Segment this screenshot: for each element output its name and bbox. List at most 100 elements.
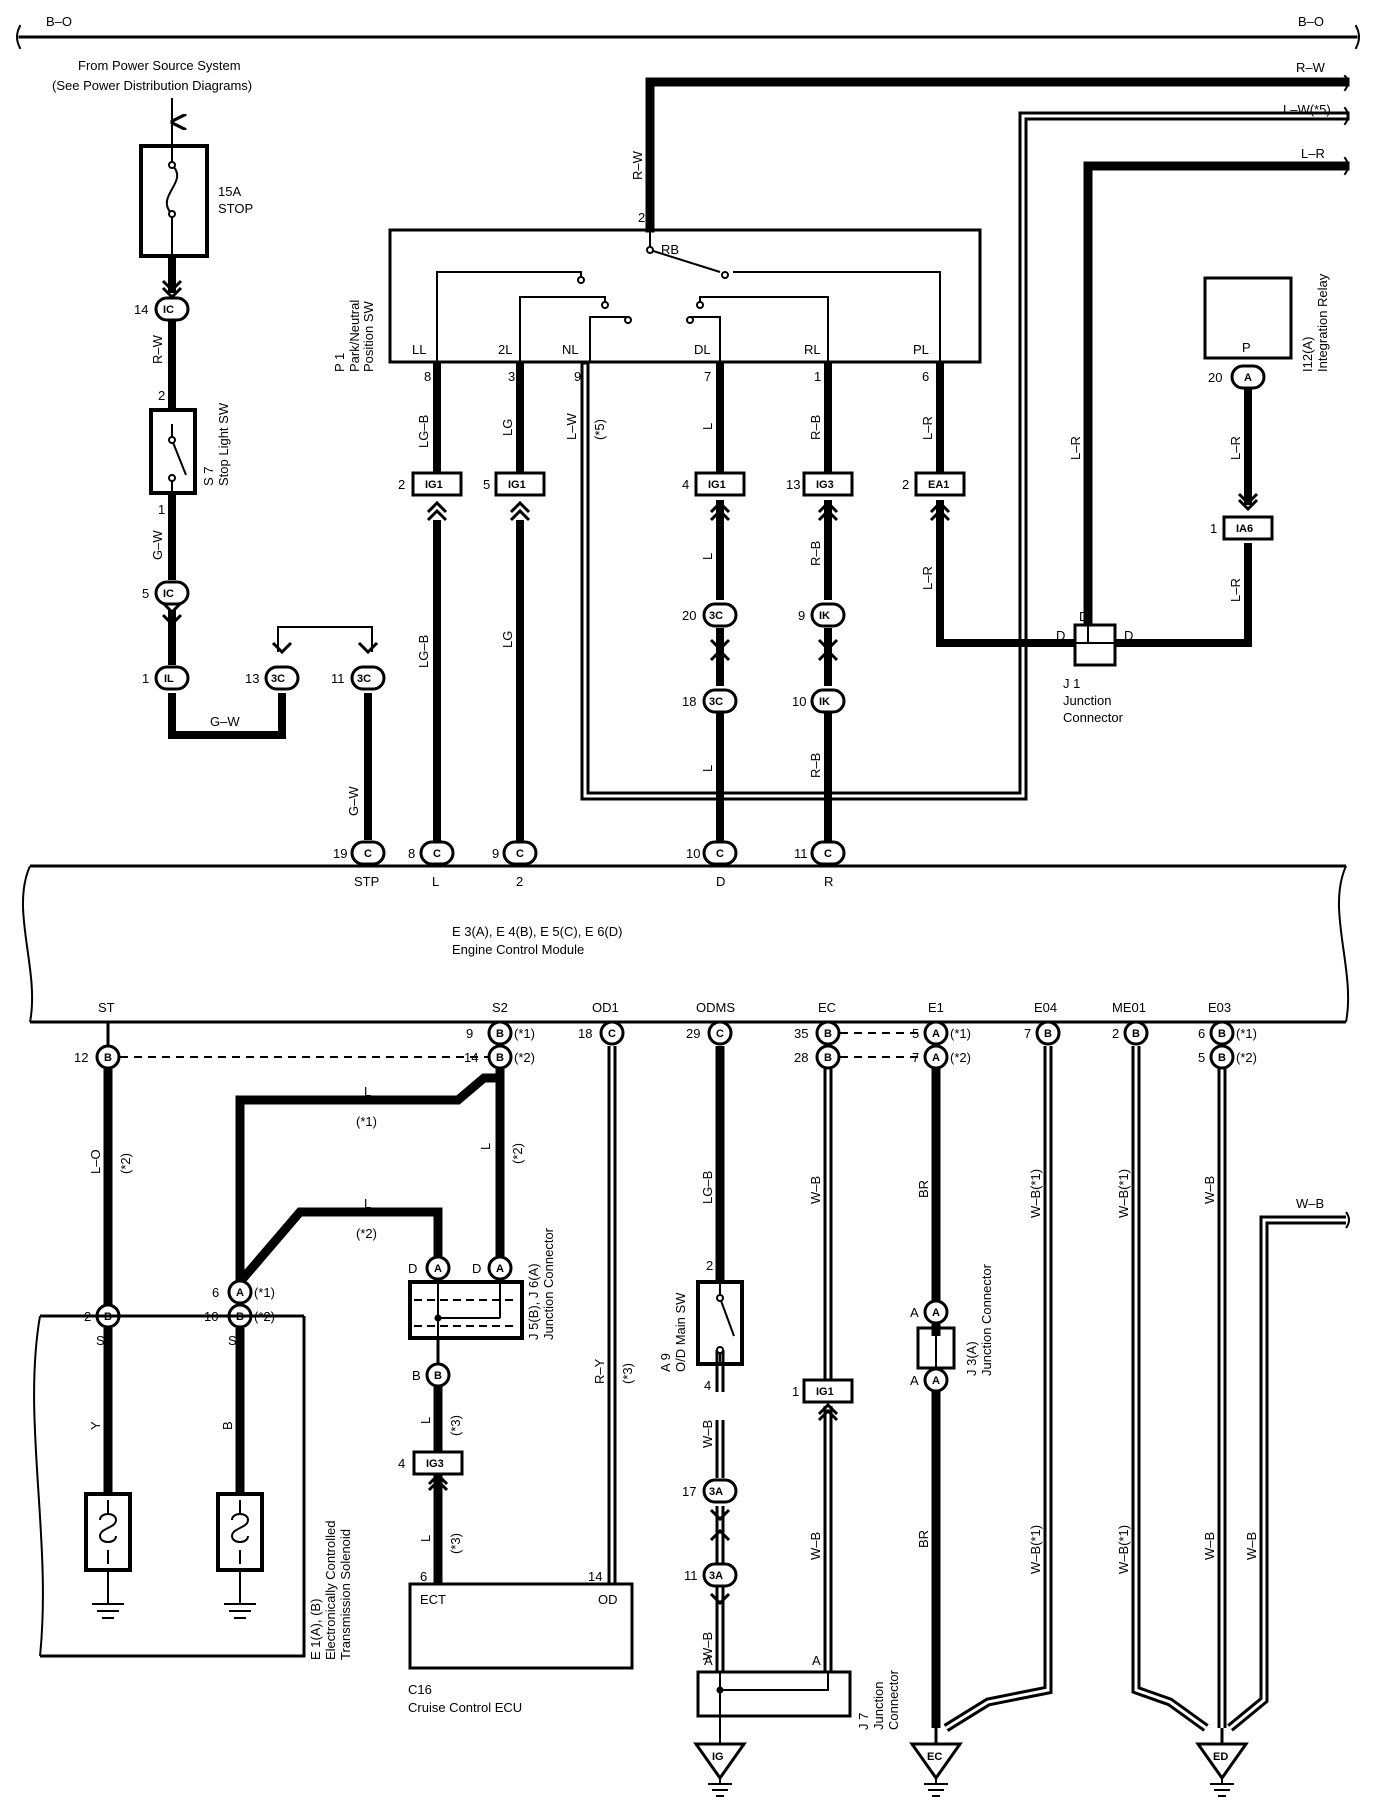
svg-text:1: 1 xyxy=(1210,521,1217,536)
svg-text:13: 13 xyxy=(245,671,259,686)
svg-text:9: 9 xyxy=(574,369,581,384)
svg-text:IC: IC xyxy=(163,588,174,600)
wire-l-s2: L xyxy=(478,1143,493,1150)
pn-terminal-2l: 2L xyxy=(498,342,512,357)
wire-l-j5-2: L xyxy=(418,1535,433,1542)
svg-text:2: 2 xyxy=(902,477,909,492)
svg-text:5: 5 xyxy=(1198,1050,1205,1065)
svg-text:28: 28 xyxy=(794,1050,808,1065)
note-lo: (*2) xyxy=(118,1153,133,1174)
wire-l-3: L xyxy=(700,765,715,772)
wire-gw-2: G–W xyxy=(210,714,240,729)
lower-wires-hollow-core xyxy=(610,1046,1346,1730)
j3-name: Junction Connector xyxy=(979,1263,994,1376)
svg-text:7: 7 xyxy=(1024,1026,1031,1041)
upper-wire-labels: R–W R–W G–W G–W G–W LG–B LG–B LG LG L–W … xyxy=(150,150,1243,816)
ecm-term-r: R xyxy=(824,874,833,889)
svg-text:8: 8 xyxy=(424,369,431,384)
svg-text:2: 2 xyxy=(158,388,165,403)
pn-terminal-labels: LL 2L NL DL RL PL xyxy=(412,342,929,357)
stop-light-wiring xyxy=(149,256,379,840)
wire-wb1-me01-2: W–B(*1) xyxy=(1116,1525,1131,1574)
svg-text:3C: 3C xyxy=(271,673,285,685)
svg-text:8: 8 xyxy=(408,846,415,861)
svg-text:EA1: EA1 xyxy=(928,479,949,491)
svg-text:A: A xyxy=(434,1263,442,1275)
wire-rw-2: R–W xyxy=(630,150,645,180)
svg-text:1: 1 xyxy=(158,502,165,517)
ecm-term-e04: E04 xyxy=(1034,1000,1057,1015)
wire-wb-right: W–B xyxy=(1244,1532,1259,1560)
svg-text:29: 29 xyxy=(686,1026,700,1041)
ecm-bottom-terminals: ST S2 OD1 ODMS EC E1 E04 ME01 E03 xyxy=(98,1000,1231,1015)
svg-text:20: 20 xyxy=(682,608,696,623)
svg-text:14: 14 xyxy=(464,1050,478,1065)
svg-text:6: 6 xyxy=(922,369,929,384)
svg-text:3A: 3A xyxy=(709,1486,723,1498)
wire-lr-5: L–R xyxy=(1228,578,1243,602)
svg-text:IG3: IG3 xyxy=(816,479,834,491)
svg-text:IG3: IG3 xyxy=(426,1458,444,1470)
wire-label-bo-right: B–O xyxy=(1298,14,1324,29)
svg-text:C: C xyxy=(608,1028,616,1040)
solenoid-line1: Electronically Controlled xyxy=(323,1521,338,1660)
stop-light-sw-name: Stop Light SW xyxy=(216,402,231,486)
wire-y: Y xyxy=(88,1421,103,1430)
svg-text:B: B xyxy=(496,1052,504,1064)
pn-switch-name2: Position SW xyxy=(361,300,376,372)
solenoid-terminal-st: ST xyxy=(96,1333,113,1348)
wire-br-1: BR xyxy=(916,1180,931,1198)
note-e03-2: (*2) xyxy=(1236,1050,1257,1065)
svg-text:B: B xyxy=(104,1052,112,1064)
solenoid-assembly xyxy=(33,1314,306,1658)
od-sw-code: A 9 xyxy=(658,1353,673,1372)
ground-ig: IG xyxy=(712,1751,724,1763)
pn-terminal-rl: RL xyxy=(804,342,821,357)
svg-text:A: A xyxy=(932,1028,940,1040)
j1-code: J 1 xyxy=(1063,676,1080,691)
svg-text:35: 35 xyxy=(794,1026,808,1041)
pn-switch-code: P 1 xyxy=(332,353,347,372)
svg-text:B: B xyxy=(412,1368,421,1383)
wire-label-lr-top: L–R xyxy=(1301,146,1325,161)
integration-relay-terminal: P xyxy=(1242,340,1251,355)
j1-pin-d-top: D xyxy=(1079,609,1088,624)
ecm-term-e03: E03 xyxy=(1208,1000,1231,1015)
ecm-body xyxy=(22,864,1350,1024)
pn-output-wires xyxy=(426,362,1259,842)
wire-gw-3: G–W xyxy=(346,786,361,816)
ecm-term-stp: STP xyxy=(354,874,379,889)
note-s2-1: (*1) xyxy=(514,1026,535,1041)
j7-line1: Junction xyxy=(871,1682,886,1730)
j1-pin-d-right: D xyxy=(1124,628,1133,643)
fuse-rating: 15A xyxy=(218,184,241,199)
svg-text:3C: 3C xyxy=(357,673,371,685)
svg-text:B: B xyxy=(1218,1052,1226,1064)
svg-text:10: 10 xyxy=(792,694,806,709)
j7-code: J 7 xyxy=(856,1713,871,1730)
svg-text:11: 11 xyxy=(684,1568,698,1583)
svg-text:B: B xyxy=(1132,1028,1140,1040)
pn-terminal-pl: PL xyxy=(913,342,929,357)
svg-text:C: C xyxy=(824,848,832,860)
wire-rb-3: R–B xyxy=(808,753,823,778)
svg-text:C: C xyxy=(433,848,441,860)
wire-wb1-e04-1: W–B(*1) xyxy=(1028,1169,1043,1218)
svg-text:6: 6 xyxy=(212,1285,219,1300)
svg-text:A: A xyxy=(932,1375,940,1387)
svg-text:C: C xyxy=(516,848,524,860)
note-loop-1: (*1) xyxy=(356,1114,377,1129)
j1-line1: Junction xyxy=(1063,693,1111,708)
svg-text:B: B xyxy=(496,1028,504,1040)
wire-l-loop1: L xyxy=(364,1084,371,1099)
svg-text:IA6: IA6 xyxy=(1236,523,1253,535)
svg-text:A: A xyxy=(910,1373,919,1388)
svg-text:14: 14 xyxy=(588,1569,602,1584)
wire-lg-2: LG xyxy=(500,631,515,648)
svg-text:12: 12 xyxy=(74,1050,88,1065)
upper-connectors xyxy=(154,296,1274,866)
wire-lr-3: L–R xyxy=(1068,436,1083,460)
junction-j7 xyxy=(696,1670,852,1744)
cruise-ecu-od: OD xyxy=(598,1592,618,1607)
